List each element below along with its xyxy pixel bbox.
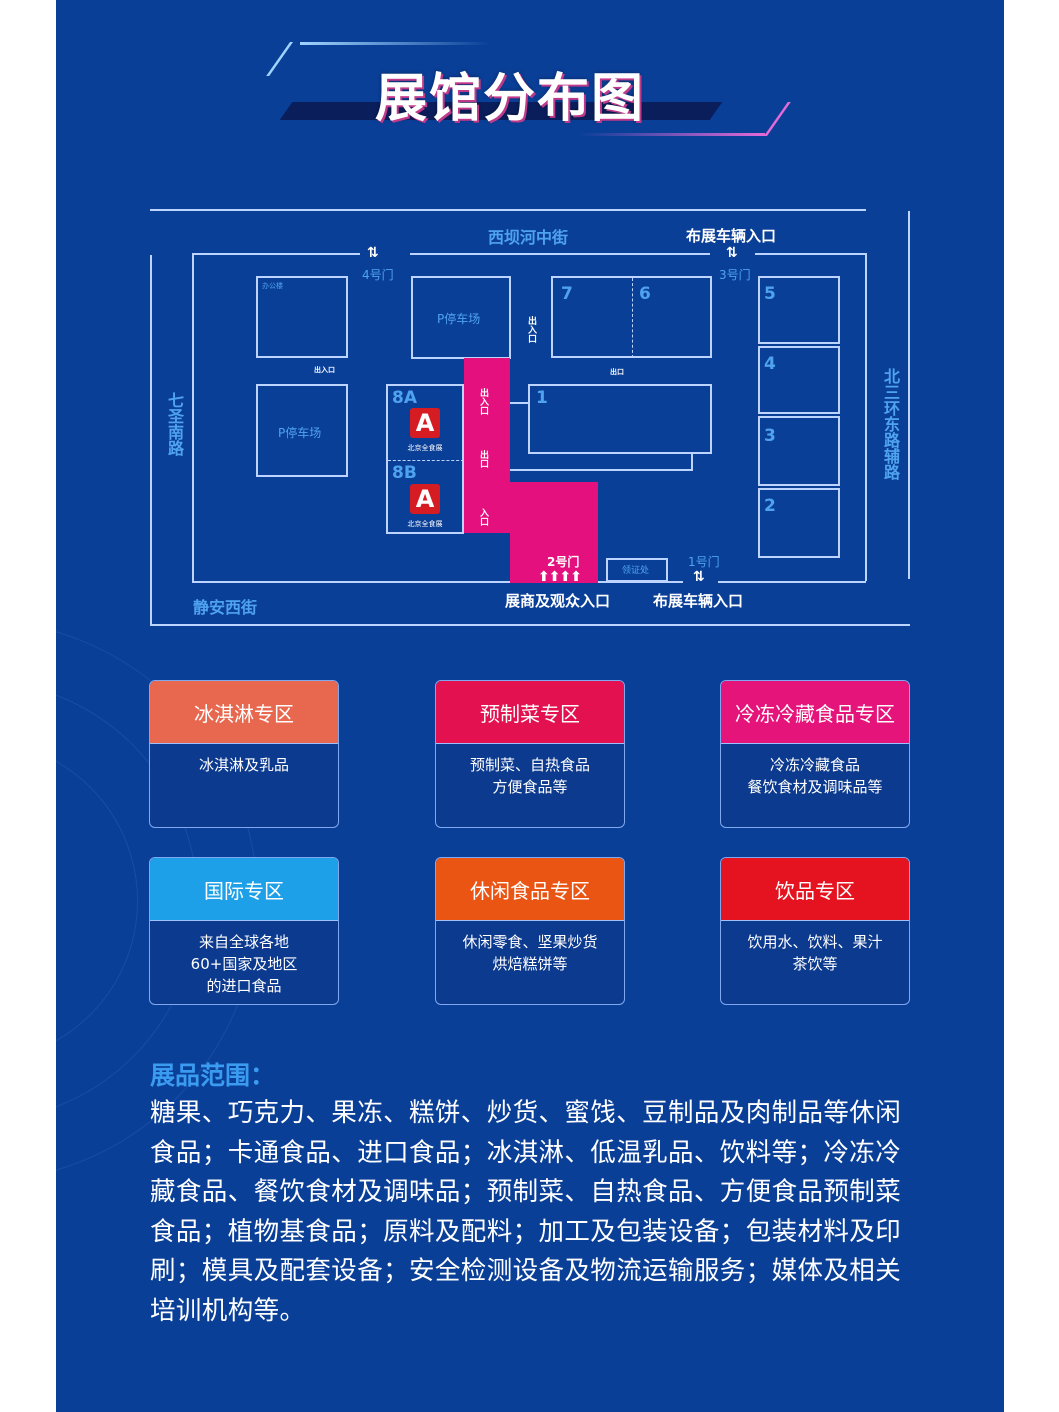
badge-office-label: 领证处 xyxy=(622,566,650,576)
zone-desc: 冰淇淋及乳品 xyxy=(198,756,289,774)
zone-desc: 冷冻冷藏食品 餐饮食材及调味品等 xyxy=(747,756,883,796)
zone-card-frozen-food: 冷冻冷藏食品专区 冷冻冷藏食品 餐饮食材及调味品等 xyxy=(720,680,910,828)
hall-8: 8A 8B A 北京全食展 A 北京全食展 xyxy=(386,384,464,534)
hall-8-divider xyxy=(388,460,464,461)
venue-wall-west xyxy=(192,253,194,583)
hall-1-link-top xyxy=(510,402,528,404)
zone-title: 冷冻冷藏食品专区 xyxy=(721,681,909,744)
visitor-entrance-label: 展商及观众入口 xyxy=(505,592,611,610)
hall7-bottom-door-label: 出口 xyxy=(610,368,624,376)
venue-wall-north-a xyxy=(192,253,360,255)
hall-3-number: 3 xyxy=(764,426,776,446)
page-title: 展馆分布图 xyxy=(374,69,645,129)
parking-west: P停车场 xyxy=(256,384,348,477)
gate4-label: 4号门 xyxy=(362,268,394,282)
road-line-east xyxy=(908,211,910,579)
zone-desc: 来自全球各地 60+国家及地区 的进口食品 xyxy=(190,933,298,995)
gate3-label: 3号门 xyxy=(719,268,751,282)
venue-wall-north-b xyxy=(410,253,710,255)
hall-2-number: 2 xyxy=(764,496,776,516)
title-deco-line-bottom xyxy=(580,133,765,136)
hall-5: 5 xyxy=(758,276,840,344)
road-line-south xyxy=(150,624,910,626)
hall-1: 1 xyxy=(528,384,712,454)
zone-title: 休闲食品专区 xyxy=(436,858,624,921)
gate4-arrows-icon: ⇅ xyxy=(367,245,379,261)
parking-west-label: P停车场 xyxy=(278,426,322,440)
venue-wall-north-c xyxy=(755,253,867,255)
gate1-label: 1号门 xyxy=(688,555,720,569)
expo-logo-icon: A xyxy=(410,408,440,438)
expo-logo-caption: 北京全食展 xyxy=(407,520,443,528)
south-vehicle-entrance-label: 布展车辆入口 xyxy=(653,592,744,610)
hall8-door-label-1: 出入口 xyxy=(480,389,490,417)
expo-logo-caption: 北京全食展 xyxy=(407,444,443,452)
hall-6-number: 6 xyxy=(639,284,651,304)
badge-office: 领证处 xyxy=(606,558,668,582)
hall-5-number: 5 xyxy=(764,284,776,304)
venue-wall-south-a xyxy=(192,581,522,583)
gate2-label: 2号门 xyxy=(547,555,580,569)
hall-8a-number: 8A xyxy=(392,388,417,408)
office-building: 办公楼 xyxy=(256,276,348,358)
hall7-side-door-label: 出入口 xyxy=(528,317,538,345)
gate2-arrows-icon: ⬆⬆⬆⬆ xyxy=(538,569,582,585)
hall-7-6-divider xyxy=(632,278,633,358)
road-line-north xyxy=(150,209,866,211)
scope-text: 糖果、巧克力、果冻、糕饼、炒货、蜜饯、豆制品及肉制品等休闲食品；卡通食品、进口食… xyxy=(150,1098,902,1326)
venue-wall-east xyxy=(865,253,867,581)
visitor-route-corridor xyxy=(464,358,510,533)
hall8-door-label-3: 入口 xyxy=(480,509,490,528)
zone-card-international: 国际专区 来自全球各地 60+国家及地区 的进口食品 xyxy=(149,857,339,1005)
zone-title: 饮品专区 xyxy=(721,858,909,921)
hall-4-number: 4 xyxy=(764,354,776,374)
hall-4: 4 xyxy=(758,346,840,414)
parking-north-label: P停车场 xyxy=(437,312,481,326)
parking-north: P停车场 xyxy=(411,276,511,359)
hall-2: 2 xyxy=(758,488,840,558)
zone-desc: 饮用水、饮料、果汁 茶饮等 xyxy=(747,933,883,973)
hall-1-number: 1 xyxy=(536,388,548,408)
north-vehicle-entrance-label: 布展车辆入口 xyxy=(686,227,777,245)
zone-title: 国际专区 xyxy=(150,858,338,921)
office-door-label: 出入口 xyxy=(314,366,335,374)
gate3-arrows-icon: ⇅ xyxy=(726,245,738,261)
zone-card-prepared-dishes: 预制菜专区 预制菜、自热食品 方便食品等 xyxy=(435,680,625,828)
road-label-south: 静安西街 xyxy=(193,598,258,617)
zone-title: 冰淇淋专区 xyxy=(150,681,338,744)
zone-card-snacks: 休闲食品专区 休闲零食、坚果炒货 烘焙糕饼等 xyxy=(435,857,625,1005)
hall-1-annex-right xyxy=(691,452,693,470)
zone-card-ice-cream: 冰淇淋专区 冰淇淋及乳品 xyxy=(149,680,339,828)
hall-1-annex-bottom xyxy=(510,469,693,471)
venue-wall-south-b xyxy=(598,581,683,583)
road-line-west xyxy=(150,255,152,625)
visitor-route-entry xyxy=(510,482,598,583)
office-label: 办公楼 xyxy=(262,282,283,290)
road-label-west: 七圣南路 xyxy=(165,392,184,456)
zone-title: 预制菜专区 xyxy=(436,681,624,744)
road-label-north: 西坝河中街 xyxy=(488,228,569,247)
hall-7-6: 7 6 xyxy=(551,276,712,358)
road-label-east: 北三环东路辅路 xyxy=(881,368,900,480)
hall-8b-number: 8B xyxy=(392,463,417,483)
gate1-arrows-icon: ⇅ xyxy=(693,569,705,585)
zone-desc: 休闲零食、坚果炒货 烘焙糕饼等 xyxy=(462,933,598,973)
scope-title: 展品范围： xyxy=(150,1061,276,1090)
zone-card-beverages: 饮品专区 饮用水、饮料、果汁 茶饮等 xyxy=(720,857,910,1005)
hall-7-number: 7 xyxy=(561,284,573,304)
zone-desc: 预制菜、自热食品 方便食品等 xyxy=(469,756,590,796)
hall8-door-label-2: 出口 xyxy=(480,451,490,470)
expo-logo-icon: A xyxy=(410,484,440,514)
hall-3: 3 xyxy=(758,416,840,486)
title-deco-line-top xyxy=(300,42,490,45)
venue-wall-south-c xyxy=(718,581,866,583)
